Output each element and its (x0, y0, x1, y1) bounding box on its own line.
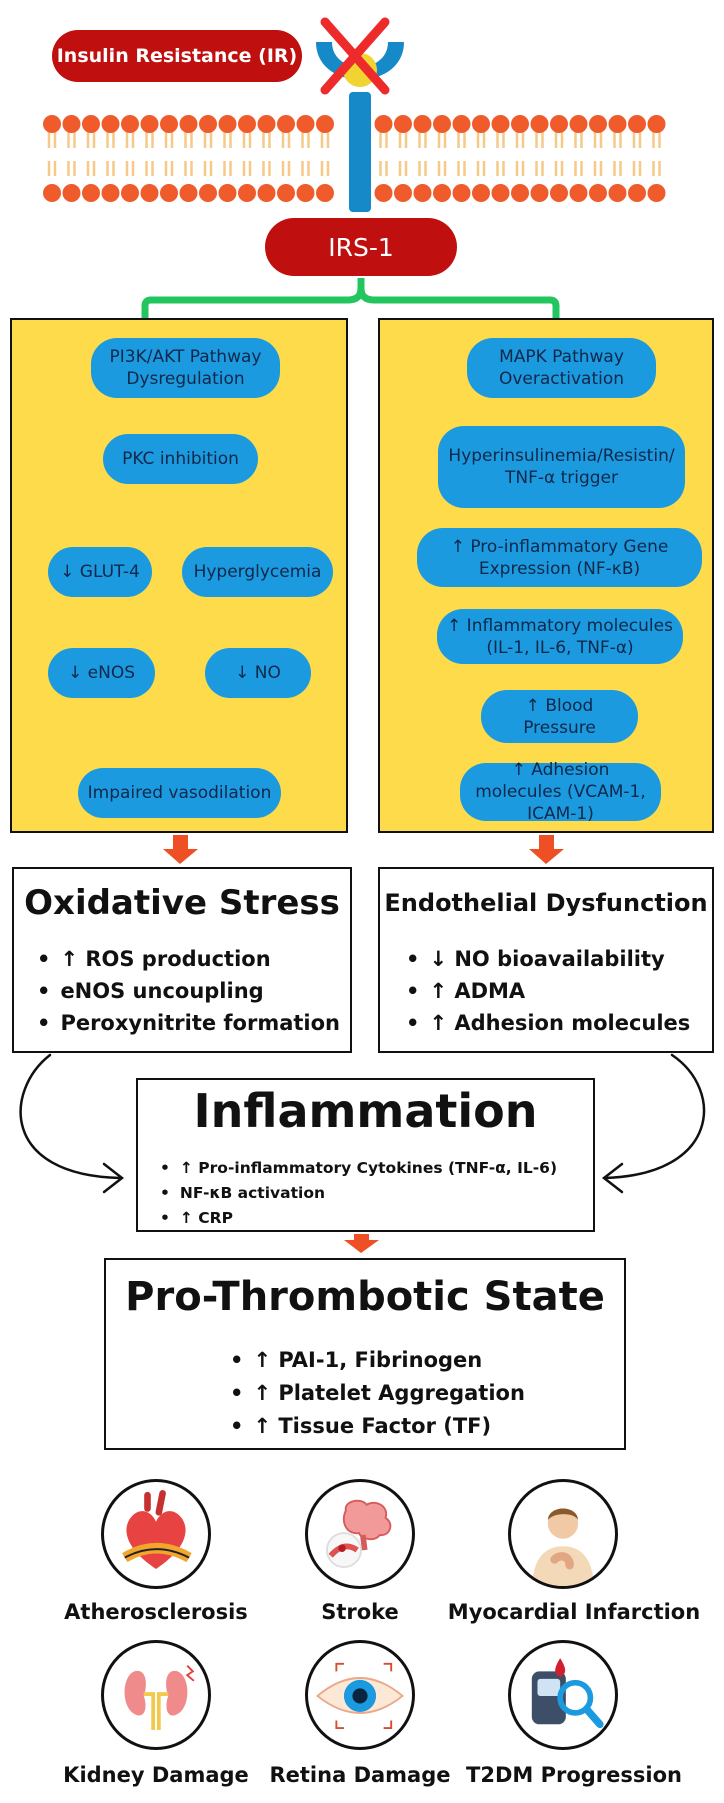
cell-membrane (43, 115, 666, 202)
chest-pain-person-icon (508, 1479, 618, 1589)
trigger-node: Hyperinsulinemia/Resistin/ TNF-α trigger (438, 426, 685, 508)
outcome-label-retina-damage: Retina Damage (269, 1763, 451, 1787)
list-item: NF-κB activation (160, 1181, 557, 1206)
inflammation-box: Inflammation ↑ Pro-inflammatory Cytokine… (136, 1078, 595, 1232)
outcome-label-stroke: Stroke (321, 1600, 399, 1624)
heart-artery-icon (101, 1479, 211, 1589)
adhesion-molecules-node: ↑ Adhesion molecules (VCAM-1, ICAM-1) (460, 760, 661, 824)
list-item: ↑ ADMA (406, 975, 690, 1007)
orange-arrows (163, 835, 564, 1253)
mapk-node: MAPK Pathway Overactivation (467, 338, 656, 398)
inflammatory-molecules-node: ↑ Inflammatory molecules (IL-1, IL-6, TN… (437, 609, 683, 664)
gene-expression-node: ↑ Pro-inflammatory Gene Expression (NF-κ… (417, 528, 702, 587)
inflammation-list: ↑ Pro-inflammatory Cytokines (TNF-α, IL-… (160, 1156, 557, 1231)
list-item: eNOS uncoupling (37, 975, 340, 1007)
glucometer-icon (508, 1640, 618, 1750)
list-item: ↑ PAI-1, Fibrinogen (230, 1344, 525, 1377)
pi3k-akt-node: PI3K/AKT Pathway Dysregulation (91, 338, 280, 398)
list-item: ↑ Platelet Aggregation (230, 1377, 524, 1410)
list-item: ↑ Pro-inflammatory Cytokines (TNF-α, IL-… (160, 1156, 557, 1181)
insulin-resistance-badge: Insulin Resistance (IR) (52, 30, 302, 82)
inflammation-title: Inflammation (193, 1084, 538, 1138)
oxidative-stress-box: Oxidative Stress ↑ ROS production eNOS u… (12, 867, 352, 1053)
pro-thrombotic-title: Pro-Thrombotic State (125, 1274, 605, 1320)
list-item: Peroxynitrite formation (37, 1007, 340, 1039)
blood-pressure-node: ↑ Blood Pressure (481, 690, 638, 743)
pro-thrombotic-box: Pro-Thrombotic State ↑ PAI-1, Fibrinogen… (104, 1258, 626, 1450)
hyperglycemia-node: Hyperglycemia (182, 547, 333, 597)
endothelial-dysfunction-title: Endothelial Dysfunction (384, 889, 708, 917)
pkc-inhibition-node: PKC inhibition (103, 434, 258, 484)
eye-icon (305, 1640, 415, 1750)
outcome-label-myocardial-infarction: Myocardial Infarction (447, 1600, 701, 1624)
pro-thrombotic-list: ↑ PAI-1, Fibrinogen ↑ Platelet Aggregati… (230, 1344, 525, 1443)
list-item: ↑ Tissue Factor (TF) (230, 1410, 525, 1443)
impaired-vasodilation-node: Impaired vasodilation (78, 768, 281, 818)
no-node: ↓ NO (205, 648, 311, 698)
kidney-icon (101, 1640, 211, 1750)
irs1-badge: IRS-1 (265, 218, 457, 276)
glut4-node: ↓ GLUT-4 (48, 547, 152, 597)
endothelial-dysfunction-list: ↓ NO bioavailability ↑ ADMA ↑ Adhesion m… (406, 943, 690, 1039)
endothelial-dysfunction-box: Endothelial Dysfunction ↓ NO bioavailabi… (378, 867, 714, 1053)
outcome-label-t2dm-progression: T2DM Progression (466, 1763, 682, 1787)
outcome-label-kidney-damage: Kidney Damage (63, 1763, 249, 1787)
curved-arrows (19, 1053, 706, 1194)
green-bracket (141, 278, 560, 318)
enos-node: ↓ eNOS (48, 648, 155, 698)
oxidative-stress-title: Oxidative Stress (24, 883, 340, 923)
outcome-label-atherosclerosis: Atherosclerosis (64, 1600, 248, 1624)
list-item: ↑ ROS production (37, 943, 340, 975)
oxidative-stress-list: ↑ ROS production eNOS uncoupling Peroxyn… (37, 943, 340, 1039)
brain-stroke-icon (305, 1479, 415, 1589)
blocked-cross-icon (320, 17, 390, 95)
list-item: ↑ Adhesion molecules (406, 1007, 690, 1039)
list-item: ↓ NO bioavailability (406, 943, 690, 975)
list-item: ↑ CRP (160, 1206, 557, 1231)
